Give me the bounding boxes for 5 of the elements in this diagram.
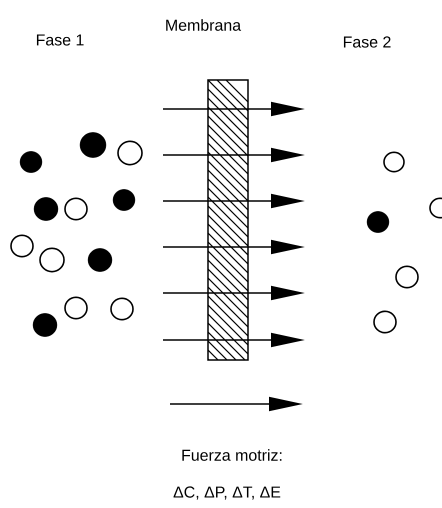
label: Fase 2 [344, 36, 391, 48]
label: ΔC, ΔP, ΔT, ΔE [174, 486, 280, 500]
label: Fuerza motriz: [182, 449, 282, 461]
label: Fase 1 [36, 34, 84, 46]
label: Membrana [166, 19, 242, 31]
